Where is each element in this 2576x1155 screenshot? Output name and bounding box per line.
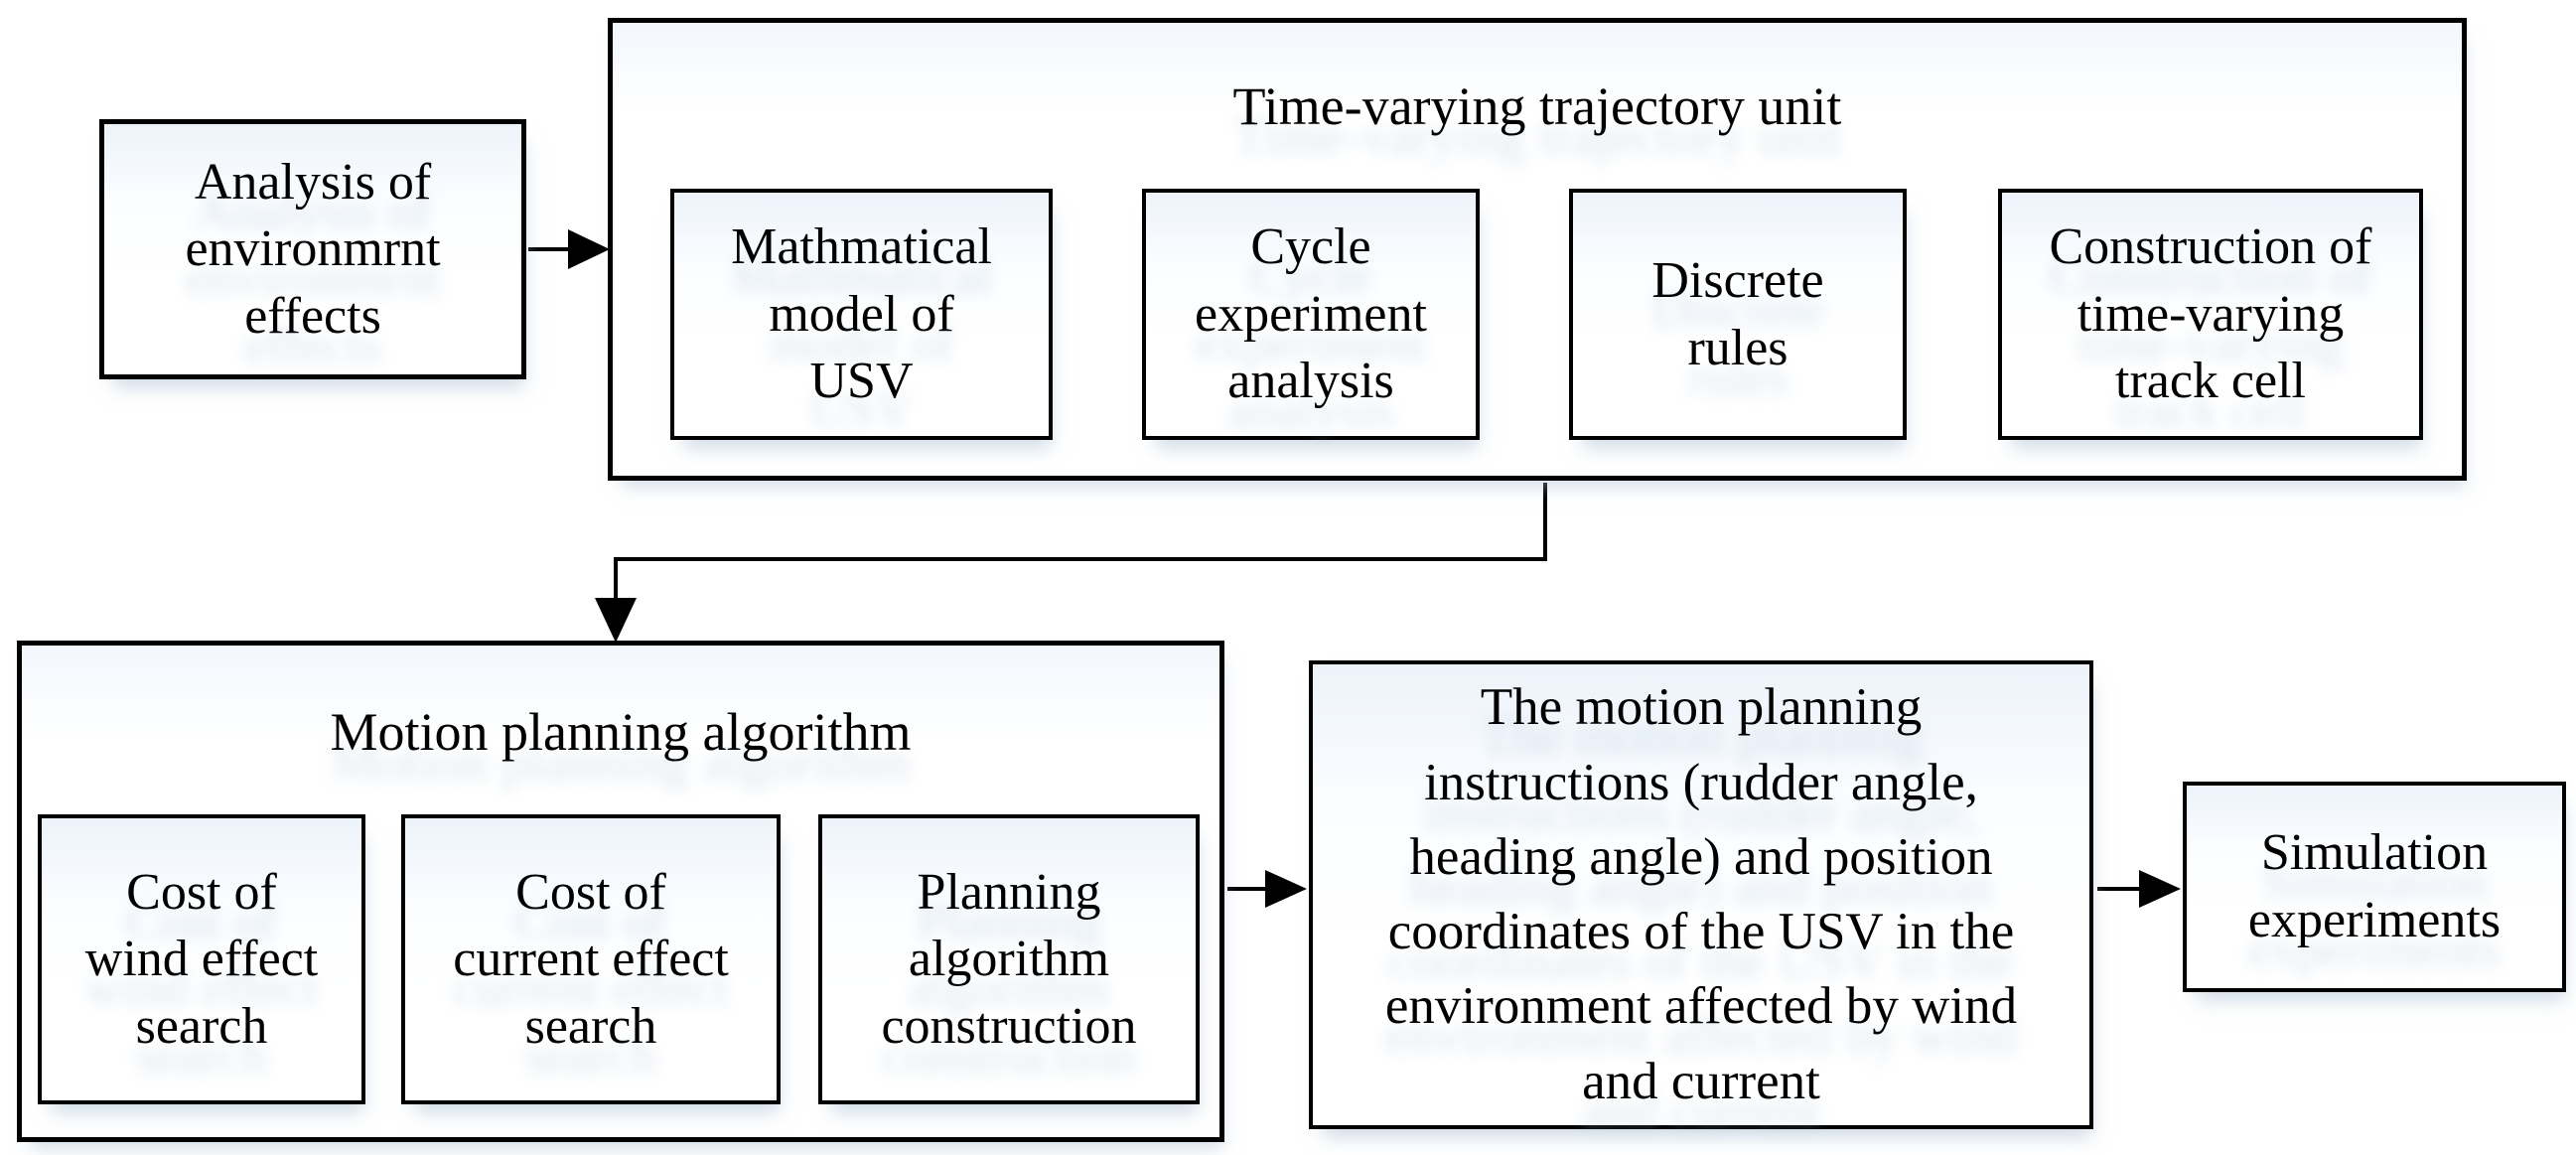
- motion-planning-output-description-box: The motion planning instructions (rudder…: [1309, 660, 2093, 1129]
- planning-algorithm-construction-box: Planning algorithm construction: [818, 814, 1200, 1104]
- simulation-experiments-box: Simulation experiments: [2183, 782, 2566, 992]
- arrow-analysis-to-trajectory-unit: [528, 229, 610, 269]
- construction-of-time-varying-track-cell-label: Construction of time-varying track cell: [2049, 218, 2372, 410]
- cost-of-wind-effect-search-box: Cost of wind effect search: [38, 814, 365, 1104]
- arrow-motion-to-output: [1227, 870, 1307, 908]
- mathematical-model-of-usv-box: Mathmatical model of USV: [670, 189, 1053, 440]
- time-varying-trajectory-unit-title: Time-varying trajectory unit: [1232, 76, 1842, 136]
- discrete-rules-label: Discrete rules: [1651, 251, 1824, 376]
- connector-trajectory-to-motion-planning: [595, 483, 1547, 643]
- mathematical-model-of-usv-label: Mathmatical model of USV: [731, 218, 992, 410]
- cost-of-current-effect-search-label: Cost of current effect search: [453, 863, 729, 1055]
- cost-of-current-effect-search-box: Cost of current effect search: [401, 814, 781, 1104]
- cycle-experiment-analysis-box: Cycle experiment analysis: [1142, 189, 1480, 440]
- construction-of-time-varying-track-cell-box: Construction of time-varying track cell: [1998, 189, 2423, 440]
- discrete-rules-box: Discrete rules: [1569, 189, 1907, 440]
- cost-of-wind-effect-search-label: Cost of wind effect search: [84, 863, 319, 1055]
- motion-planning-algorithm-title: Motion planning algorithm: [330, 702, 912, 762]
- motion-planning-output-description-label: The motion planning instructions (rudder…: [1384, 678, 2018, 1110]
- analysis-of-environment-effects-label: Analysis of environmrnt effects: [185, 153, 441, 345]
- simulation-experiments-label: Simulation experiments: [2247, 824, 2502, 948]
- cycle-experiment-analysis-label: Cycle experiment analysis: [1195, 218, 1427, 410]
- arrow-output-to-simulation: [2097, 870, 2181, 908]
- planning-algorithm-construction-label: Planning algorithm construction: [881, 863, 1137, 1055]
- analysis-of-environment-effects-box: Analysis of environmrnt effects: [99, 119, 526, 379]
